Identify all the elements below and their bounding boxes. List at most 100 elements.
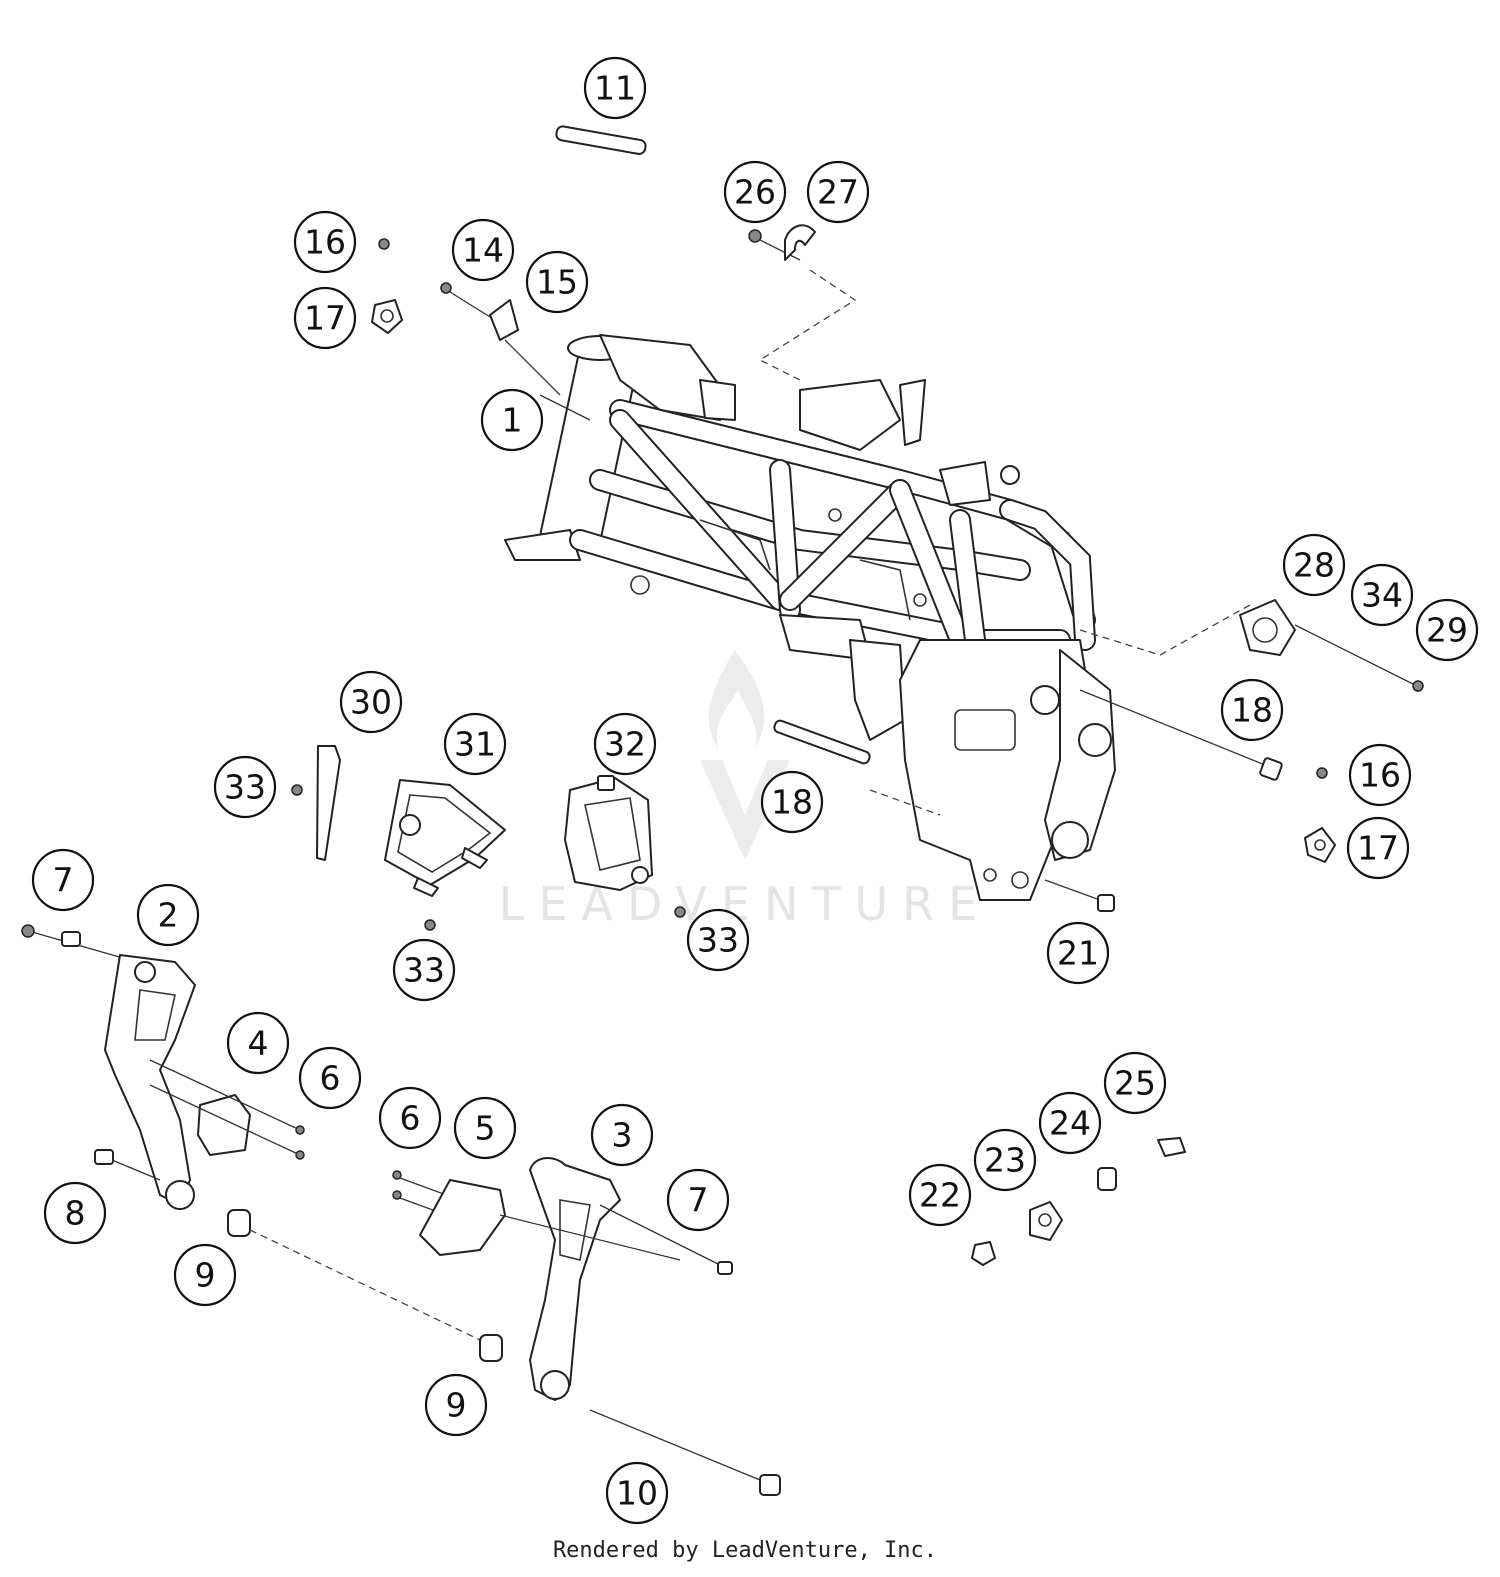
bolt-25 (1157, 1137, 1186, 1157)
left-footrest-bracket (21, 924, 196, 1210)
grommet-23 (1029, 1201, 1063, 1241)
callout-label: 6 (320, 1059, 341, 1098)
callout: 18 (760, 770, 824, 834)
callout-label: 9 (446, 1386, 467, 1425)
callout: 31 (443, 712, 507, 776)
callout: 23 (973, 1128, 1037, 1192)
long-bolt-upper (1079, 689, 1283, 781)
callout: 32 (593, 712, 657, 776)
bolt-8 (94, 1149, 161, 1181)
callout: 9 (424, 1373, 488, 1437)
callout-label: 10 (616, 1474, 658, 1513)
callout: 21 (1046, 921, 1110, 985)
callout-label: 1 (502, 401, 523, 440)
leader-1 (539, 394, 591, 421)
callout-label: 6 (400, 1099, 421, 1138)
nut-small (378, 238, 390, 250)
callout: 27 (806, 160, 870, 224)
callout-label: 29 (1426, 611, 1468, 650)
callout-label: 3 (612, 1116, 633, 1155)
main-frame (504, 334, 1116, 901)
screw-33c (674, 906, 686, 918)
bolt-clip-assembly (748, 224, 857, 381)
callout: 24 (1038, 1091, 1102, 1155)
axle-10 (589, 1409, 781, 1496)
bracket-4 (149, 1059, 305, 1160)
cover-strip (316, 745, 341, 861)
triangle-cover (384, 779, 506, 897)
long-bolt-lower (773, 719, 941, 816)
spacer-9a (227, 1209, 251, 1237)
callout-label: 28 (1293, 546, 1335, 585)
spacer-24 (1097, 1167, 1117, 1191)
callout-label: 9 (195, 1256, 216, 1295)
callout: 17 (293, 286, 357, 350)
callout-label: 2 (158, 896, 179, 935)
callout: 7 (31, 848, 95, 912)
callout-label: 25 (1114, 1064, 1156, 1103)
callout-label: 32 (604, 725, 646, 764)
callout-label: 27 (817, 173, 859, 212)
callout: 8 (43, 1181, 107, 1245)
callout: 17 (1346, 816, 1410, 880)
callout: 26 (723, 160, 787, 224)
spacer-9b (479, 1334, 503, 1362)
callout-label: 33 (224, 768, 266, 807)
callout-label: 15 (536, 263, 578, 302)
callout-label: 5 (475, 1109, 496, 1148)
callout-label: 24 (1049, 1104, 1091, 1143)
callout-label: 17 (1357, 829, 1399, 868)
callout: 10 (605, 1461, 669, 1525)
callout-label: 21 (1057, 934, 1099, 973)
screw-33a (291, 784, 303, 796)
callout-label: 7 (53, 861, 74, 900)
callout-label: 18 (771, 783, 813, 822)
watermark-text: LEADVENTURE (499, 877, 992, 931)
grommet-right (1304, 827, 1336, 863)
bolt-21 (1044, 879, 1115, 912)
callout: 33 (213, 755, 277, 819)
callout: 16 (293, 210, 357, 274)
rubber-strip (555, 125, 647, 155)
callout: 2 (136, 883, 200, 947)
callout: 33 (392, 938, 456, 1002)
callout: 4 (226, 1011, 290, 1075)
axle-line (249, 1229, 481, 1341)
callout-label: 14 (462, 231, 504, 270)
callout: 5 (453, 1096, 517, 1160)
callout: 7 (666, 1168, 730, 1232)
callout-label: 33 (403, 951, 445, 990)
callout-label: 8 (65, 1194, 86, 1233)
nut-22 (971, 1241, 996, 1266)
callout-label: 22 (919, 1176, 961, 1215)
right-footrest-bracket (529, 1157, 733, 1401)
callout-label: 31 (454, 725, 496, 764)
callout-label: 33 (697, 921, 739, 960)
callout: 6 (378, 1086, 442, 1150)
callout: 6 (298, 1046, 362, 1110)
callout: 15 (525, 250, 589, 314)
callout-label: 34 (1361, 576, 1403, 615)
callout: 1 (480, 388, 544, 452)
callout: 25 (1103, 1051, 1167, 1115)
callout: 18 (1220, 678, 1284, 742)
callout-label: 7 (688, 1181, 709, 1220)
callout-label: 30 (350, 683, 392, 722)
bolt-bracket-assembly (440, 282, 561, 396)
nut-right (1316, 767, 1328, 779)
callout: 22 (908, 1163, 972, 1227)
callout-label: 11 (594, 69, 636, 108)
callout-label: 16 (304, 223, 346, 262)
callout: 3 (590, 1103, 654, 1167)
callout: 28 (1282, 533, 1346, 597)
bracket-5 (392, 1170, 681, 1261)
callout: 33 (686, 908, 750, 972)
side-cover (564, 775, 653, 891)
callout: 11 (583, 56, 647, 120)
rear-mount-assembly (1079, 599, 1424, 692)
callout-label: 4 (248, 1024, 269, 1063)
callout-label: 26 (734, 173, 776, 212)
grommet-top (371, 299, 403, 334)
callout-label: 23 (984, 1141, 1026, 1180)
callout: 30 (339, 670, 403, 734)
